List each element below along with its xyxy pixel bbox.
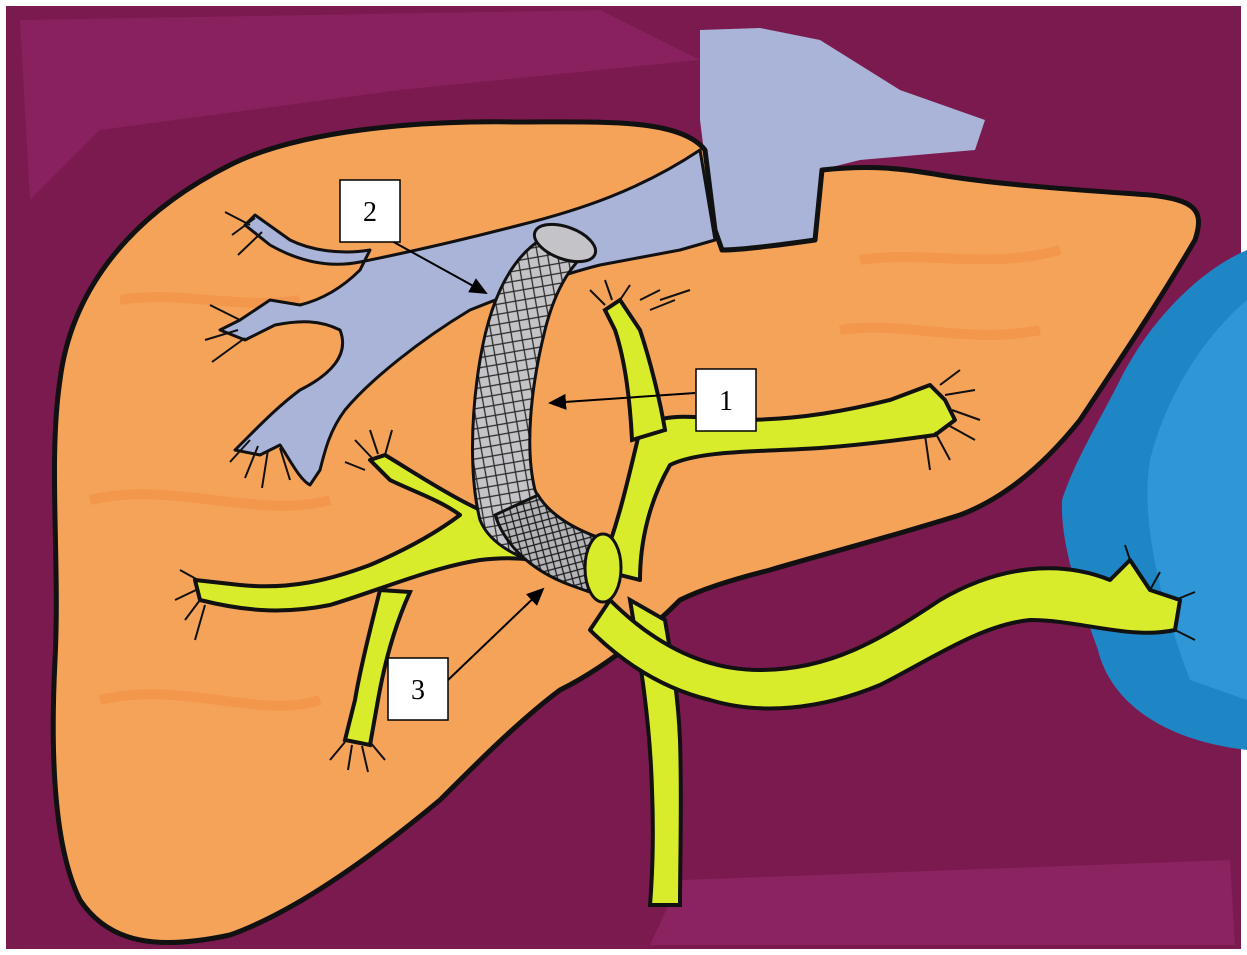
callout-3: 3 (388, 658, 448, 720)
callout-2-label: 2 (363, 197, 377, 228)
callout-1: 1 (696, 369, 756, 431)
callout-3-label: 3 (411, 675, 425, 706)
callout-1-label: 1 (719, 386, 733, 417)
stent-bottom-opening (585, 534, 621, 602)
callout-2: 2 (340, 180, 400, 242)
